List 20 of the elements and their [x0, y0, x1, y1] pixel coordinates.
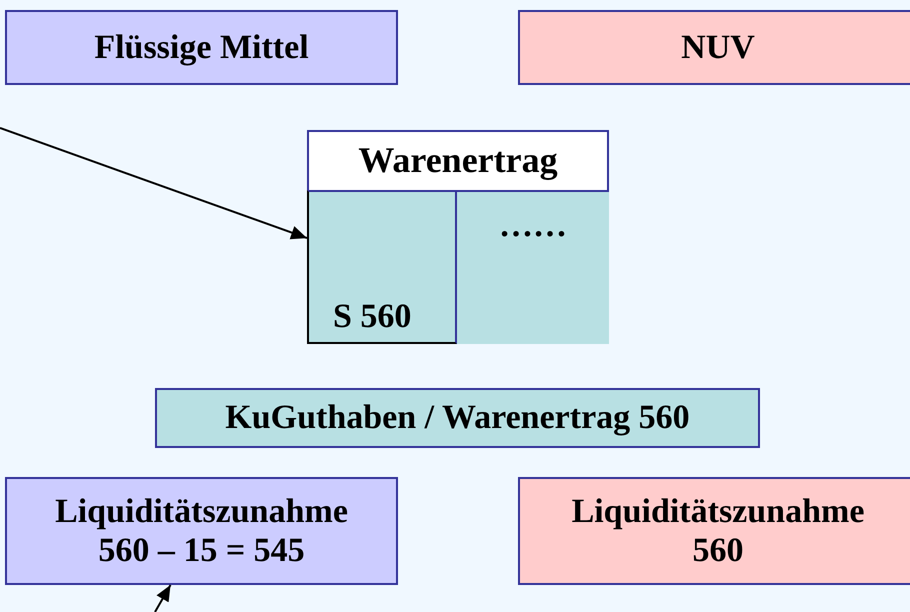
box-text: Liquiditätszunahme — [55, 492, 348, 531]
label-box — [5, 10, 398, 85]
box-text: 560 — [692, 531, 744, 570]
account-side — [307, 190, 457, 344]
box-text: KuGuthaben / Warenertrag 560 — [225, 398, 690, 438]
label-box — [518, 10, 910, 85]
label-box — [5, 477, 398, 585]
arrow — [154, 584, 172, 612]
t-account — [307, 130, 609, 342]
box-text: 560 – 15 = 545 — [98, 531, 305, 570]
box-text: NUV — [681, 28, 755, 68]
account-entry: …… — [499, 206, 567, 246]
box-text: Flüssige Mittel — [94, 28, 309, 68]
box-text: Liquiditätszunahme — [572, 492, 864, 531]
label-box — [155, 388, 760, 448]
arrow — [0, 127, 308, 240]
account-entry: S 560 — [333, 297, 412, 337]
account-side — [457, 190, 609, 344]
account-title: Warenertrag — [357, 139, 559, 182]
label-box — [518, 477, 910, 585]
